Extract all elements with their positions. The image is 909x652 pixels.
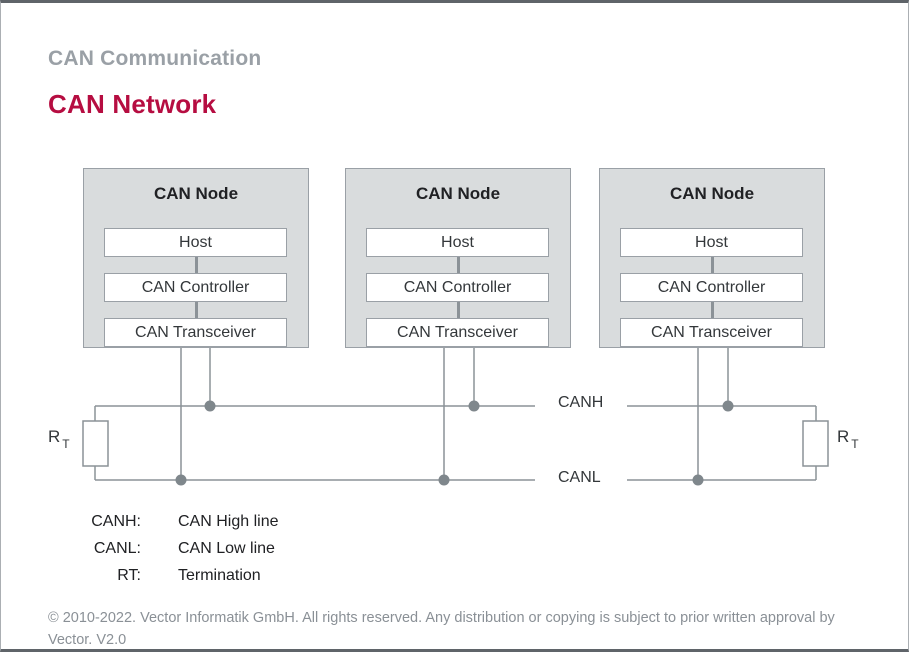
junction-dot [438, 474, 450, 486]
rt-symbol: R [48, 427, 61, 446]
junction-dot [468, 400, 480, 412]
right-termination-resistor [802, 420, 829, 467]
can-transceiver-box: CAN Transceiver [366, 318, 549, 347]
legend: CANH: CAN High line CANL: CAN Low line R… [59, 508, 278, 589]
page-title: CAN Network [48, 89, 217, 119]
controller-transceiver-connector [194, 302, 198, 319]
can-controller-box: CAN Controller [366, 273, 549, 302]
legend-term: CANH: [91, 513, 141, 530]
can-network-diagram: CAN Node Host CAN Controller CAN Transce… [1, 3, 908, 503]
can-controller-box: CAN Controller [104, 273, 287, 302]
controller-transceiver-connector [456, 302, 460, 319]
legend-row-canh: CANH: CAN High line [59, 508, 278, 535]
can-node-3: CAN Node Host CAN Controller CAN Transce… [599, 168, 825, 348]
host-controller-connector [194, 257, 198, 274]
can-node-2: CAN Node Host CAN Controller CAN Transce… [345, 168, 571, 348]
junction-dot [204, 400, 216, 412]
host-box: Host [104, 228, 287, 257]
chapter-title: CAN Communication [48, 47, 262, 70]
controller-transceiver-connector [710, 302, 714, 319]
rt-subscript: T [62, 437, 70, 452]
legend-definition: CAN Low line [178, 540, 275, 557]
can-controller-box: CAN Controller [620, 273, 803, 302]
junction-dot [722, 400, 734, 412]
host-box: Host [366, 228, 549, 257]
legend-row-rt: RT: Termination [59, 562, 278, 589]
canh-bus-label: CANH [558, 394, 604, 412]
bus-wiring-graphic [82, 347, 829, 486]
left-termination-resistor [82, 420, 109, 467]
copyright-notice: © 2010-2022. Vector Informatik GmbH. All… [48, 610, 835, 648]
rt-subscript: T [851, 437, 859, 452]
legend-row-canl: CANL: CAN Low line [59, 535, 278, 562]
legend-definition: Termination [178, 567, 261, 584]
junction-dot [692, 474, 704, 486]
host-controller-connector [456, 257, 460, 274]
rt-symbol: R [837, 427, 850, 446]
host-box: Host [620, 228, 803, 257]
can-transceiver-box: CAN Transceiver [620, 318, 803, 347]
can-node-title: CAN Node [669, 184, 755, 203]
legend-definition: CAN High line [178, 513, 279, 530]
canl-bus-label: CANL [558, 469, 601, 487]
legend-term: RT: [117, 567, 141, 584]
can-node-title: CAN Node [415, 184, 501, 203]
can-node-1: CAN Node Host CAN Controller CAN Transce… [83, 168, 309, 348]
can-node-title: CAN Node [153, 184, 239, 203]
can-transceiver-box: CAN Transceiver [104, 318, 287, 347]
legend-term: CANL: [93, 540, 141, 557]
host-controller-connector [710, 257, 714, 274]
junction-dot [175, 474, 187, 486]
